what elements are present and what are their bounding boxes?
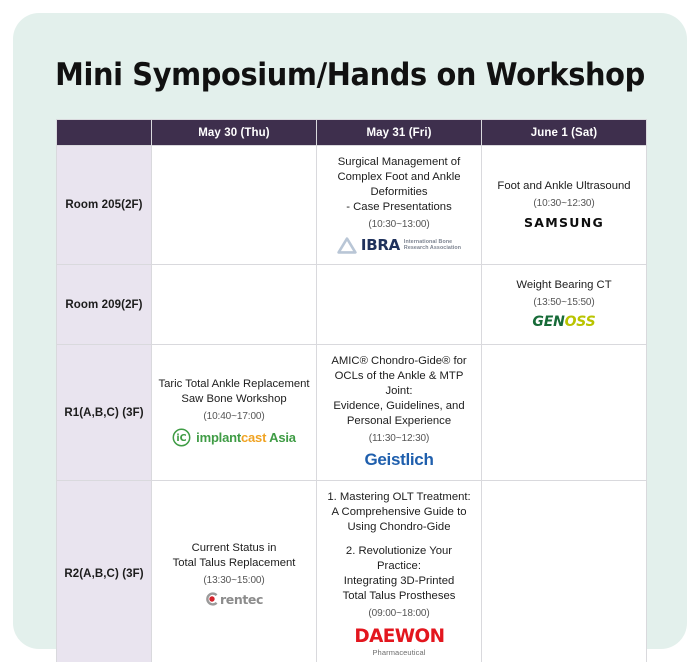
- page-title: Mini Symposium/Hands on Workshop: [55, 57, 645, 93]
- header-day-1: May 30 (Thu): [151, 119, 317, 146]
- table-header: May 30 (Thu) May 31 (Fri) June 1 (Sat): [56, 119, 647, 146]
- table-row: R1(A,B,C) (3F)Taric Total Ankle Replacem…: [56, 344, 647, 481]
- session-time: (13:50~15:50): [533, 297, 595, 308]
- session-cell-r1-c1: [151, 145, 317, 265]
- geistlich-logo: Geistlich: [364, 450, 434, 469]
- session-time: (11:30~12:30): [368, 433, 430, 444]
- ibra-wordmark: IBRA: [360, 236, 400, 254]
- svg-text:iC: iC: [177, 433, 187, 444]
- sponsor-logo-corentec: rentec: [158, 592, 310, 607]
- session-time: (10:30~12:30): [533, 198, 595, 209]
- session-cell-r3-c3: [481, 344, 647, 481]
- header-day-3: June 1 (Sat): [481, 119, 647, 146]
- schedule-table: May 30 (Thu) May 31 (Fri) June 1 (Sat) R…: [56, 119, 647, 662]
- implantcast-logo: iC implantcast Asia: [172, 428, 296, 447]
- samsung-logo: SAMSUNG: [523, 215, 605, 230]
- header-corner: [56, 119, 152, 146]
- session-time: (09:00~18:00): [368, 608, 430, 619]
- row-header-4: R2(A,B,C) (3F): [56, 480, 152, 662]
- sponsor-logo-genoss: GENOSS: [488, 314, 640, 330]
- daewon-wordmark: DAEWON: [353, 625, 445, 647]
- session-title-block: 2. Revolutionize Your Practice:Integrati…: [342, 545, 456, 602]
- sponsor-logo-daewon: DAEWON Pharmaceutical: [323, 625, 475, 657]
- implantcast-wordmark: implantcast Asia: [196, 430, 296, 445]
- session-title-block: 1. Mastering OLT Treatment:A Comprehensi…: [327, 491, 471, 533]
- ibra-triangle-icon: [337, 236, 357, 254]
- row-header-1: Room 205(2F): [56, 145, 152, 265]
- table-row: Room 209(2F) Weight Bearing CT (13:50~15:5…: [56, 264, 647, 345]
- row-header-2: Room 209(2F): [56, 264, 152, 345]
- row-header-3: R1(A,B,C) (3F): [56, 344, 152, 481]
- session-time: (10:30~13:00): [368, 219, 430, 230]
- session-cell-r1-c3: Foot and Ankle Ultrasound (10:30~12:30) SA…: [481, 145, 647, 265]
- sponsor-logo-samsung: SAMSUNG: [488, 215, 640, 230]
- session-cell-r4-c2: 1. Mastering OLT Treatment:A Comprehensi…: [316, 480, 482, 662]
- session-time: (13:30~15:00): [203, 574, 265, 586]
- corentec-wordmark: rentec: [219, 591, 263, 607]
- session-title: Foot and Ankle Ultrasound: [488, 179, 640, 194]
- session-title: Weight Bearing CT: [488, 278, 640, 293]
- daewon-tagline: Pharmaceutical: [372, 648, 426, 657]
- implantcast-ic-icon: iC: [172, 428, 191, 447]
- schedule-table-container: May 30 (Thu) May 31 (Fri) June 1 (Sat) R…: [56, 119, 647, 662]
- session-title: 1. Mastering OLT Treatment:A Comprehensi…: [323, 490, 475, 604]
- session-cell-r2-c1: [151, 264, 317, 345]
- corentec-logo: rentec: [205, 592, 263, 607]
- session-title-block: Foot and Ankle Ultrasound: [497, 180, 631, 192]
- schedule-card: Mini Symposium/Hands on Workshop May 30 …: [13, 13, 687, 662]
- corentec-c-icon: [205, 592, 219, 606]
- session-title-block: Weight Bearing CT: [516, 279, 612, 291]
- session-cell-r2-c2: [316, 264, 482, 345]
- session-time: (10:40~17:00): [203, 411, 265, 422]
- session-cell-r4-c3: [481, 480, 647, 662]
- header-row: May 30 (Thu) May 31 (Fri) June 1 (Sat): [56, 119, 647, 146]
- header-day-2: May 31 (Fri): [316, 119, 482, 146]
- daewon-logo: DAEWON Pharmaceutical: [353, 625, 446, 657]
- session-cell-r2-c3: Weight Bearing CT (13:50~15:50) GENOSS: [481, 264, 647, 345]
- genoss-logo: GENOSS: [532, 314, 596, 330]
- sponsor-logo-geistlich: Geistlich: [323, 450, 475, 470]
- sponsor-logo-implantcast: iC implantcast Asia: [158, 428, 310, 447]
